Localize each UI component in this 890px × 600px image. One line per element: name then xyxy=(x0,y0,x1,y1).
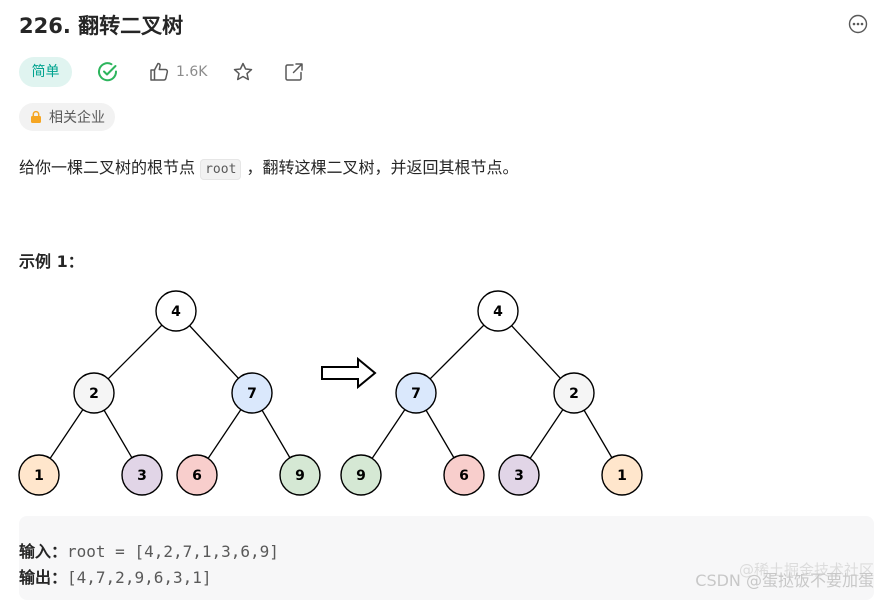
more-options-icon[interactable] xyxy=(848,14,868,34)
example-output: 输出：[4,7,2,9,6,3,1] xyxy=(19,564,212,588)
example-io-box xyxy=(19,516,874,600)
watermark-secondary: @稀土掘金技术社区 xyxy=(738,561,874,579)
after-node-label: 3 xyxy=(514,468,524,484)
inline-code-root: root xyxy=(200,159,242,180)
thumbs-up-icon xyxy=(150,62,169,81)
before-node-6 xyxy=(176,454,218,496)
tree-after: 4 7 2 9 6 3 1 xyxy=(340,290,643,496)
before-node-label: 4 xyxy=(171,304,181,320)
solved-status[interactable] xyxy=(97,60,119,84)
after-node-7 xyxy=(395,372,437,414)
share-button[interactable] xyxy=(283,60,305,84)
before-node-1 xyxy=(18,454,60,496)
description-text-2: ，翻转这棵二叉树，并返回其根节点。 xyxy=(241,158,519,177)
problem-title: 226. 翻转二叉树 xyxy=(19,14,184,38)
like-count: 1.6K xyxy=(176,64,208,80)
before-node-label: 7 xyxy=(247,386,257,402)
before-node-2 xyxy=(73,372,115,414)
check-circle-icon xyxy=(98,62,118,82)
before-node-3 xyxy=(121,454,163,496)
before-node-label: 2 xyxy=(89,386,99,402)
after-node-label: 2 xyxy=(569,386,579,402)
output-label: 输出： xyxy=(19,568,68,587)
before-node-label: 1 xyxy=(34,468,44,484)
before-node-label: 3 xyxy=(137,468,147,484)
watermark: CSDN @蛋挞饭不要加蛋 xyxy=(695,571,874,590)
example-input: 输入：root = [4,2,7,1,3,6,9] xyxy=(19,538,279,562)
before-node-7 xyxy=(231,372,273,414)
share-icon xyxy=(285,63,303,81)
after-node-label: 7 xyxy=(411,386,421,402)
input-value: root = [4,2,7,1,3,6,9] xyxy=(67,542,279,561)
before-node-label: 9 xyxy=(295,468,305,484)
like-button[interactable]: 1.6K xyxy=(148,60,207,84)
after-node-label: 9 xyxy=(356,468,366,484)
after-node-label: 6 xyxy=(459,468,469,484)
before-node-4 xyxy=(155,290,197,332)
example-title: 示例 1： xyxy=(19,252,84,271)
input-label: 输入： xyxy=(19,542,68,561)
output-value: [4,7,2,9,6,3,1] xyxy=(67,568,212,587)
before-node-9 xyxy=(279,454,321,496)
arrow-right-icon xyxy=(321,356,377,390)
after-node-6 xyxy=(443,454,485,496)
after-node-2 xyxy=(553,372,595,414)
star-icon xyxy=(233,62,253,81)
related-companies-label: 相关企业 xyxy=(49,110,105,126)
description-text-1: 给你一棵二叉树的根节点 xyxy=(19,158,201,177)
favorite-button[interactable] xyxy=(232,60,254,84)
after-node-label: 1 xyxy=(617,468,627,484)
tree-before: 4 2 7 1 3 6 9 xyxy=(18,290,321,496)
after-node-1 xyxy=(601,454,643,496)
after-node-label: 4 xyxy=(493,304,503,320)
problem-description: 给你一棵二叉树的根节点 root ，翻转这棵二叉树，并返回其根节点。 xyxy=(19,154,519,180)
tree-diagram: 4 2 7 1 3 6 9 4 7 2 9 6 3 1 xyxy=(18,290,643,496)
lock-icon xyxy=(31,110,41,123)
after-node-3 xyxy=(498,454,540,496)
after-node-4 xyxy=(477,290,519,332)
before-node-label: 6 xyxy=(192,468,202,484)
difficulty-badge[interactable]: 简单 xyxy=(19,57,72,87)
after-node-9 xyxy=(340,454,382,496)
related-companies-tag[interactable]: 相关企业 xyxy=(19,103,115,131)
